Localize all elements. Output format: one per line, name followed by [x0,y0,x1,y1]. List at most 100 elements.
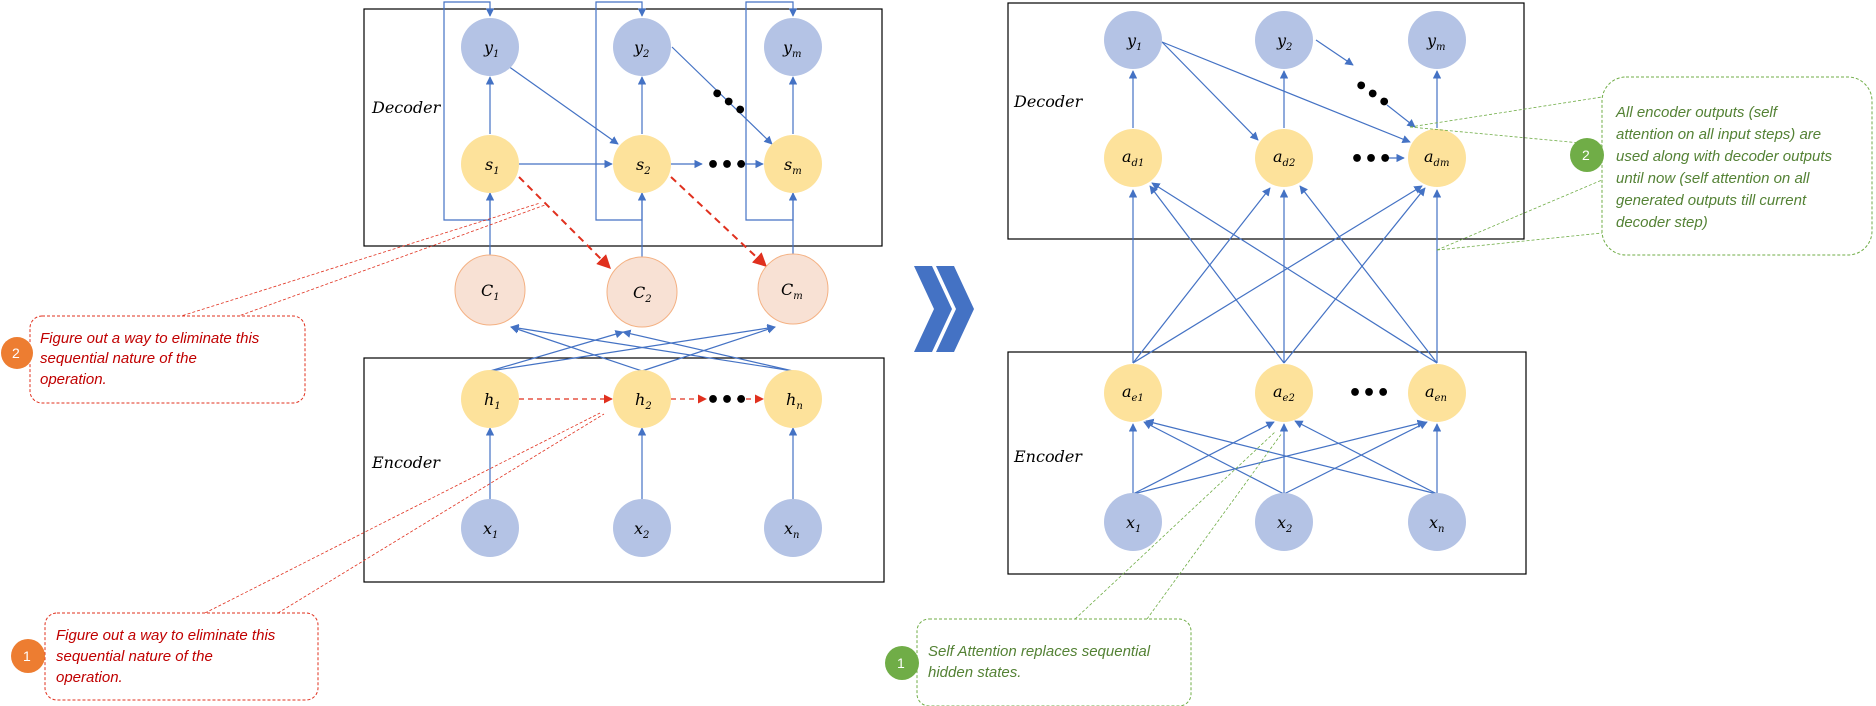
left-node-c2-label: C [633,283,645,302]
left-callout-1-text: Figure out a way to eliminate this seque… [56,627,279,686]
right-node-y1-label: y [1126,31,1137,50]
right-node-xn: xn [1408,493,1466,551]
svg-text:x2: x2 [634,519,649,541]
right-encoder-a-ellipsis: ••• [1348,381,1390,406]
svg-text:ym: ym [1426,31,1446,53]
right-node-ae1-sub: e1 [1132,393,1144,404]
right-node-ad2-label: a [1273,147,1283,166]
left-callout-2-badge [1,337,33,369]
left-vertical-arrows [485,76,798,499]
left-node-xn: xn [764,499,822,557]
right-decoder-a-ellipsis: ••• [1350,147,1392,172]
left-node-s2-sub: 2 [643,166,650,177]
left-node-c1-label: C [481,281,493,300]
left-callout-2-badge-text: 2 [12,345,20,361]
right-node-ym-sub: m [1436,42,1445,53]
left-node-cm: Cm [757,253,829,325]
left-node-s1: s1 [461,135,519,193]
left-decoder-box [363,8,883,247]
right-node-ad2: ad2 [1255,129,1313,187]
left-encoder-box [363,357,885,583]
right-node-aen-sub: en [1435,393,1447,404]
svg-text:ad1: ad1 [1122,147,1144,169]
left-node-h2-sub: 2 [644,401,651,412]
left-node-y1-sub: 1 [493,49,499,60]
left-node-xn-label: x [784,519,793,538]
svg-text:sm: sm [784,155,802,177]
left-node-y2: y2 [613,18,671,76]
svg-text:ad2: ad2 [1273,147,1295,169]
left-node-c1: C1 [454,254,526,326]
right-callout-1-text: Self Attention replaces sequential hidde… [928,643,1154,681]
svg-text:adm: adm [1424,147,1449,169]
svg-text:ae2: ae2 [1273,382,1295,404]
right-node-x2-label: x [1277,513,1286,532]
left-node-x1: x1 [461,499,519,557]
right-encoder-box [1007,351,1527,575]
left-node-h2: h2 [613,370,671,428]
right-node-adm-sub: dm [1434,158,1450,169]
left-node-h1-label: h [484,390,494,409]
left-red-dashed-arrows [518,176,768,404]
right-callout-2-text: All encoder outputs (self attention on a… [1615,104,1836,231]
left-callout-1-badge-text: 1 [23,648,31,664]
right-diagram: Decoder Encoder [885,2,1873,706]
right-node-y2-label: y [1276,31,1287,50]
right-decoder-box [1007,2,1525,240]
right-node-x1: x1 [1104,493,1162,551]
right-callout-1-badge-text: 1 [897,655,905,671]
right-node-x2: x2 [1255,493,1313,551]
svg-text:h1: h1 [484,390,501,412]
svg-text:y2: y2 [633,38,649,60]
left-node-sm-sub: m [792,166,801,177]
right-encoder-label: Encoder [1013,447,1083,466]
svg-text:s1: s1 [485,155,500,177]
left-callout-2: 2 Figure out a way to eliminate this seq… [1,202,546,404]
right-node-ad1: ad1 [1104,129,1162,187]
svg-text:y1: y1 [1126,31,1142,53]
svg-text:hn: hn [786,390,803,412]
left-node-c2-sub: 2 [644,294,651,305]
right-callout-2-badge-text: 2 [1582,147,1590,163]
svg-text:y2: y2 [1276,31,1292,53]
left-node-x2-label: x [634,519,643,538]
svg-text:s2: s2 [636,155,651,177]
svg-text:ym: ym [782,38,802,60]
left-node-c2: C2 [606,256,678,328]
left-diagram: Decoder Encoder [1,1,885,701]
left-node-x2: x2 [613,499,671,557]
svg-text:ae1: ae1 [1122,382,1144,404]
left-context-arrows [489,324,794,372]
right-decoder-y-ellipsis: ••• [1347,72,1396,117]
right-arrows [1128,39,1442,495]
left-decoder-arrows [507,46,773,169]
left-node-x1-label: x [483,519,492,538]
svg-text:C1: C1 [481,281,500,303]
left-decoder-s-ellipsis: ••• [706,153,748,178]
left-encoder-h-ellipsis: ••• [706,388,748,413]
svg-text:x1: x1 [483,519,498,541]
left-node-hn-sub: n [796,401,802,412]
right-node-y1: y1 [1104,11,1162,69]
svg-text:x2: x2 [1277,513,1292,535]
left-callout-1-badge [11,639,45,673]
left-node-s1-sub: 1 [493,166,499,177]
right-node-x1-label: x [1126,513,1135,532]
left-node-cm-sub: m [793,291,802,302]
left-node-s2: s2 [613,135,671,193]
right-node-adm-label: a [1424,147,1434,166]
left-decoder-label: Decoder [371,98,442,117]
left-node-x2-sub: 2 [642,530,649,541]
left-callout-2-text: Figure out a way to eliminate this seque… [40,330,263,388]
svg-text:xn: xn [1429,513,1444,535]
right-node-xn-sub: n [1438,524,1444,535]
right-node-aen-label: a [1425,382,1435,401]
right-decoder-label: Decoder [1013,92,1084,111]
left-node-y1-label: y [483,38,494,57]
left-node-h2-label: h [635,390,645,409]
left-node-y2-sub: 2 [642,49,649,60]
left-node-xn-sub: n [793,530,799,541]
right-node-y1-sub: 1 [1136,42,1142,53]
left-node-ym-sub: m [792,49,801,60]
right-node-y2-sub: 2 [1285,42,1292,53]
